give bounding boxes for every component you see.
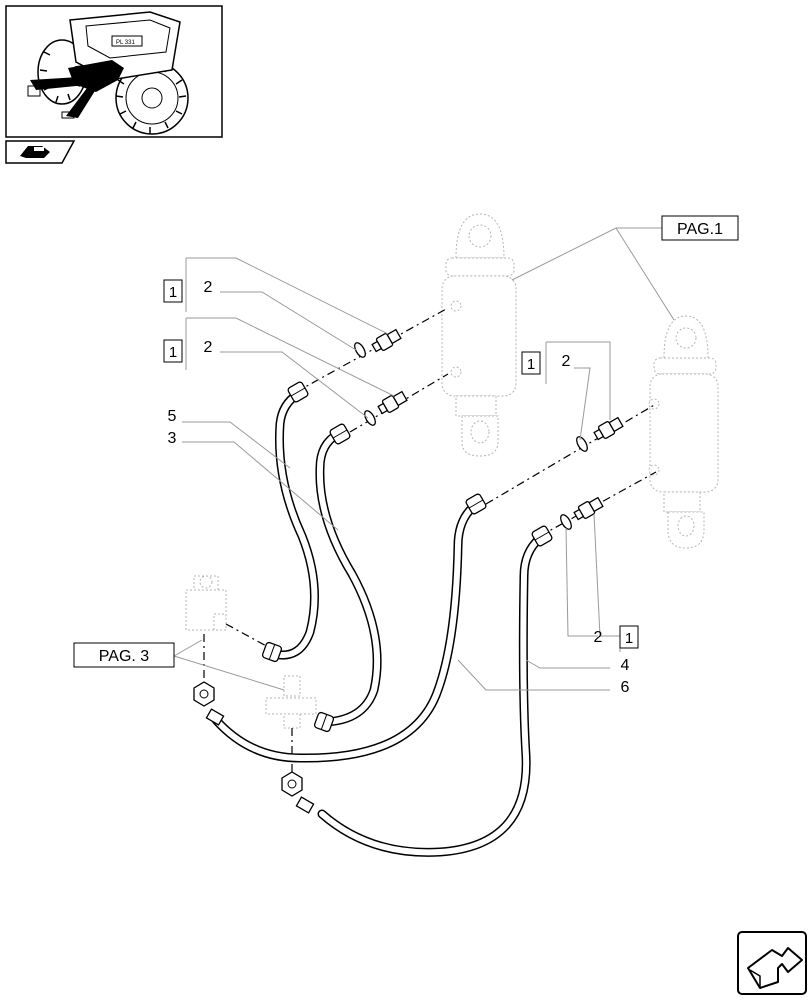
callout-pag1-label: PAG.1: [677, 221, 723, 238]
callout-item-5: 5: [168, 408, 177, 425]
callout-item-2-b: 2: [204, 339, 213, 356]
callout-item-1-b-label: 1: [169, 344, 177, 361]
tractor-front-icon: PL 331: [27, 11, 189, 135]
tractor-thumbnail: PL 331: [5, 5, 223, 138]
callout-pag1[interactable]: PAG.1: [661, 215, 739, 241]
hose-5: [269, 389, 319, 660]
section-marker-icon: [5, 140, 76, 164]
leader-lines: [173, 227, 675, 691]
callout-item-1-d-label: 1: [625, 630, 633, 647]
valve-block: [185, 575, 227, 631]
callout-item-3: 3: [168, 430, 177, 447]
callout-item-1-a[interactable]: 1: [163, 279, 183, 303]
hose-6: [211, 501, 479, 763]
callout-item-1-c[interactable]: 1: [521, 351, 541, 375]
svg-text:PL 331: PL 331: [116, 40, 135, 46]
next-page-button[interactable]: [737, 931, 807, 995]
callout-item-1-d[interactable]: 1: [619, 625, 639, 649]
hose-4: [317, 533, 545, 857]
hose-fittings: [193, 381, 553, 814]
callout-item-4: 4: [621, 657, 630, 674]
callout-item-6: 6: [621, 679, 630, 696]
callout-item-1-a-label: 1: [169, 284, 177, 301]
next-page-arrow-icon: [747, 947, 803, 989]
callout-item-2-a: 2: [204, 279, 213, 296]
callout-item-1-b[interactable]: 1: [163, 339, 183, 363]
right-lift-cylinder: [648, 315, 719, 549]
hose-3: [315, 429, 382, 727]
callout-item-2-d: 2: [594, 629, 603, 646]
left-lift-cylinder: [441, 213, 517, 457]
callout-item-1-c-label: 1: [527, 356, 535, 373]
callout-item-2-c: 2: [562, 353, 571, 370]
callout-pag3[interactable]: PAG. 3: [73, 642, 175, 668]
callout-pag3-label: PAG. 3: [99, 648, 149, 665]
adapters: [371, 328, 624, 521]
o-rings: [354, 342, 588, 530]
tee-fitting: [265, 675, 317, 729]
